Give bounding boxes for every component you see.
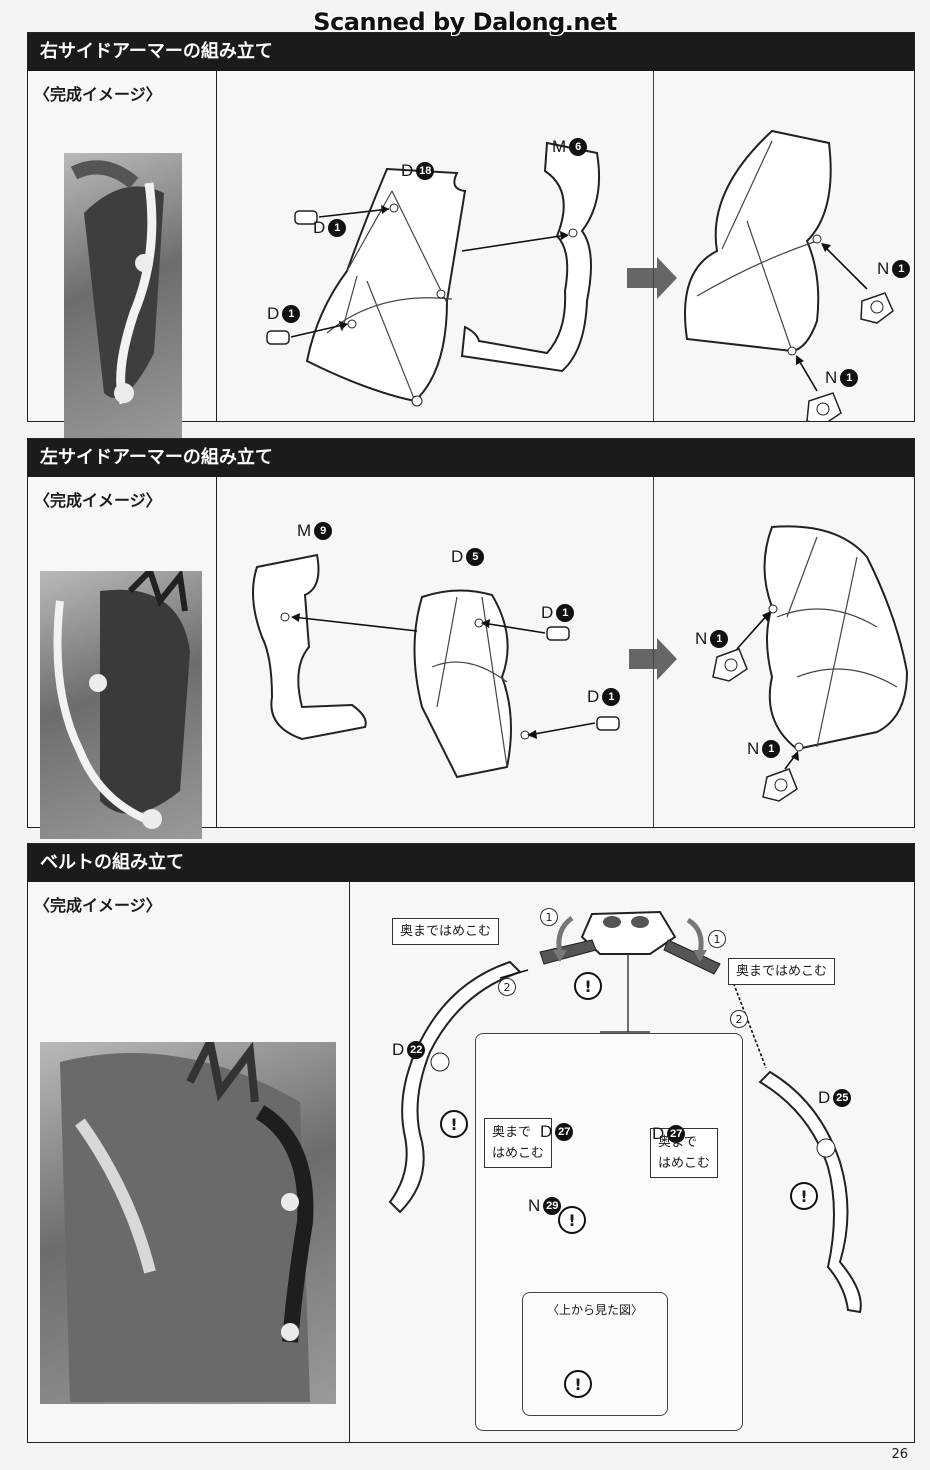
warning-icon: ! xyxy=(790,1182,818,1210)
completed-photo xyxy=(40,571,202,839)
completed-image-label: 〈完成イメージ〉 xyxy=(34,85,162,104)
callout-press-fully-pin-right: 奥まではめこむ xyxy=(650,1128,719,1178)
completed-image-label: 〈完成イメージ〉 xyxy=(34,896,162,915)
assembly-diagram: 〈上から見た図〉 奥まではめこむ 奥まではめこむ 奥まではめこむ 奥まではめこむ… xyxy=(350,882,914,1442)
armor-photo-illustration xyxy=(53,571,190,829)
step-marker-2-right: 2 xyxy=(730,1010,748,1028)
section-title: 左サイドアーマーの組み立て xyxy=(28,439,914,477)
peg-d1-lower xyxy=(266,330,290,345)
completed-photo xyxy=(40,1042,336,1404)
top-view-inset: 〈上から見た図〉 xyxy=(522,1292,668,1416)
completed-image-label: 〈完成イメージ〉 xyxy=(34,491,162,510)
section-title: 右サイドアーマーの組み立て xyxy=(28,33,914,71)
warning-icon: ! xyxy=(564,1370,592,1398)
warning-icon: ! xyxy=(440,1110,468,1138)
page-number: 26 xyxy=(891,1447,908,1462)
section-right-side-armor: 右サイドアーマーの組み立て 〈完成イメージ〉 xyxy=(27,32,915,443)
step-marker-1-right: 1 xyxy=(708,930,726,948)
armor-photo-illustration xyxy=(70,160,164,405)
step-marker-2-left: 2 xyxy=(498,978,516,996)
completed-image-panel: 〈完成イメージ〉 xyxy=(28,882,350,1442)
left-armor-diagram-svg xyxy=(252,525,909,802)
callout-press-fully-right: 奥まではめこむ xyxy=(728,958,836,985)
step-divider xyxy=(653,477,654,827)
step-divider xyxy=(653,71,654,421)
callout-press-fully-pin-left: 奥まではめこむ xyxy=(484,1118,553,1168)
section-left-side-armor: 左サイドアーマーの組み立て 〈完成イメージ〉 xyxy=(27,438,915,839)
belt-photo-illustration xyxy=(60,1042,314,1402)
section-belt: ベルトの組み立て 〈完成イメージ〉 xyxy=(27,843,915,1443)
watermark: Scanned by Dalong.net xyxy=(313,8,617,36)
right-armor-diagram-svg xyxy=(266,129,894,421)
detail-inset xyxy=(475,1033,743,1431)
completed-image-panel: 〈完成イメージ〉 xyxy=(28,477,217,839)
step-marker-1-left: 1 xyxy=(540,908,558,926)
completed-photo xyxy=(64,153,182,443)
warning-icon: ! xyxy=(558,1206,586,1234)
result-arrow-icon xyxy=(627,257,677,299)
warning-icon: ! xyxy=(574,972,602,1000)
completed-image-panel: 〈完成イメージ〉 xyxy=(28,71,217,443)
section-title: ベルトの組み立て xyxy=(28,844,914,882)
peg-d1-upper xyxy=(546,626,570,641)
peg-d1-lower xyxy=(596,716,620,731)
peg-d1-upper xyxy=(294,210,318,225)
top-view-label: 〈上から見た図〉 xyxy=(546,1303,643,1317)
callout-press-fully-left: 奥まではめこむ xyxy=(392,918,500,945)
